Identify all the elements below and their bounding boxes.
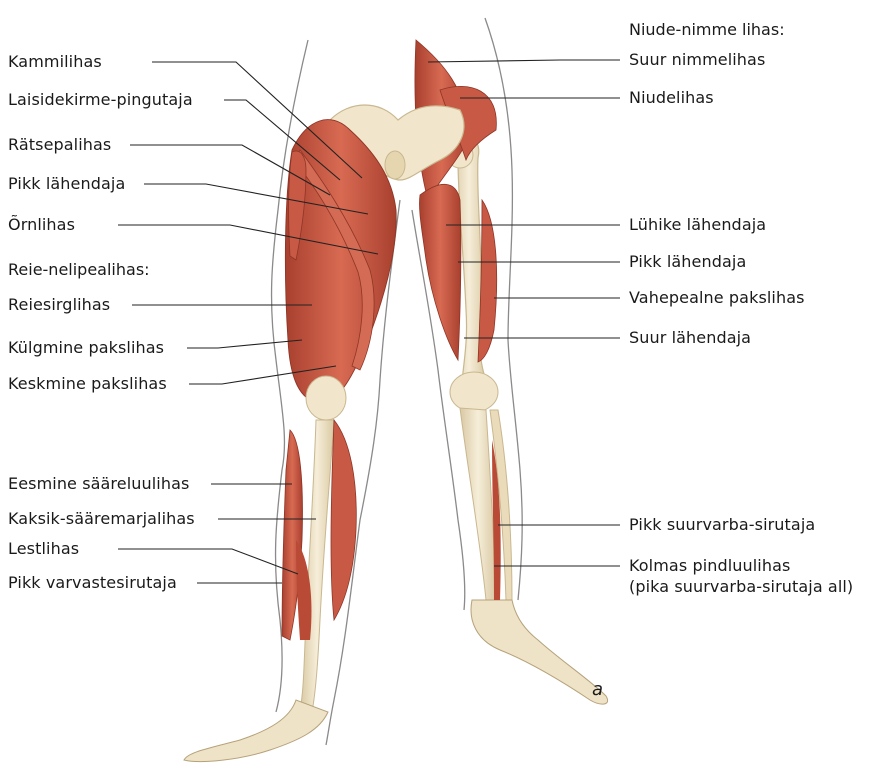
header-reie-nelipealihas: Reie-nelipealihas: (8, 260, 150, 279)
label-pikk-lahendaja-left: Pikk lähendaja (8, 174, 125, 193)
label-suur-nimmelihas: Suur nimmelihas (629, 50, 765, 69)
label-kulgmine-pakslihas: Külgmine pakslihas (8, 338, 164, 357)
label-kammilihas: Kammilihas (8, 52, 102, 71)
label-niudelihas: Niudelihas (629, 88, 714, 107)
knee-joint (450, 372, 498, 412)
label-reiesirglihas: Reiesirglihas (8, 295, 110, 314)
label-pikk-suurvarba-sirutaja: Pikk suurvarba-sirutaja (629, 515, 815, 534)
left-foot (184, 700, 328, 762)
leader-kulgmine (187, 340, 302, 348)
gastrocnemius-muscle (331, 420, 356, 620)
label-suur-lahendaja: Suur lähendaja (629, 328, 751, 347)
label-ratsepalihas: Rätsepalihas (8, 135, 111, 154)
label-lestlihas: Lestlihas (8, 539, 79, 558)
label-vahepealne-pakslihas: Vahepealne pakslihas (629, 288, 805, 307)
label-eesmine-saareluulihas: Eesmine sääreluulihas (8, 474, 189, 493)
header-niude-nimme-lihas: Niude-nimme lihas: (629, 20, 785, 39)
panel-letter: a (592, 680, 603, 699)
label-pikk-varvastesirutaja: Pikk varvastesirutaja (8, 573, 177, 592)
left-knee (306, 376, 346, 420)
label-luhike-lahendaja: Lühike lähendaja (629, 215, 766, 234)
label-keskmine-pakslihas: Keskmine pakslihas (8, 374, 167, 393)
leader-lestlihas (118, 549, 298, 574)
label-pikk-lahendaja-right: Pikk lähendaja (629, 252, 746, 271)
right-foot (471, 600, 608, 704)
label-kolmas-pindluulihas: Kolmas pindluulihas (629, 556, 790, 575)
adductor-muscles (419, 184, 460, 360)
left-leg-superficial-layer (184, 120, 396, 762)
label-ornlihas: Õrnlihas (8, 215, 75, 234)
label-kolmas-pindluulihas-note: (pika suurvarba-sirutaja all) (629, 577, 853, 596)
label-kaksik-saaremarjalihas: Kaksik-sääremarjalihas (8, 509, 195, 528)
leader-suur-nimmelihas (428, 60, 620, 62)
tibia (460, 408, 496, 600)
label-laisidekirme-pingutaja: Laisidekirme-pingutaja (8, 90, 193, 109)
